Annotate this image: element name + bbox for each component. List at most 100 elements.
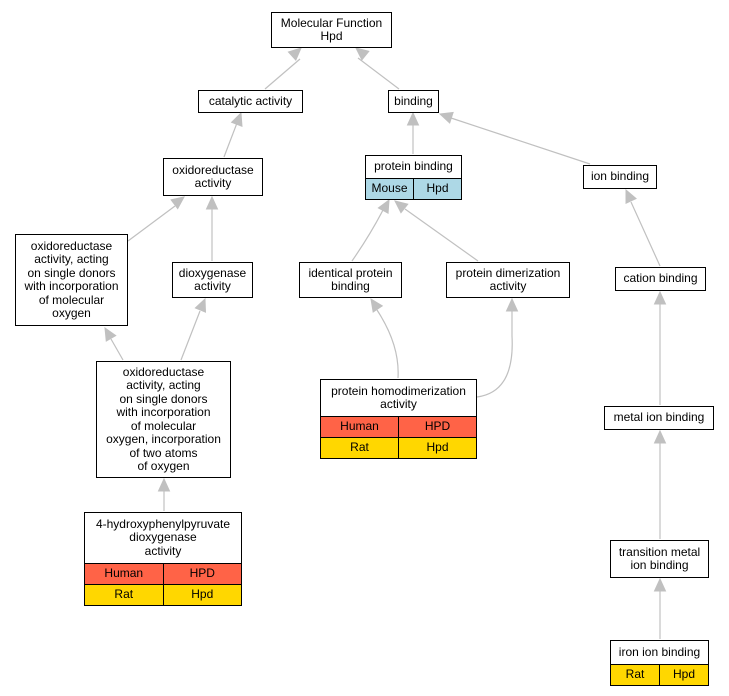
node-label: Molecular Function Hpd — [280, 15, 383, 43]
node-label: protein binding — [374, 159, 453, 174]
edge-iron-to-transition — [653, 577, 667, 639]
edge-line — [110, 338, 124, 361]
node-identical-protein-binding[interactable]: identical protein binding — [299, 262, 402, 298]
arrowhead-icon — [653, 577, 667, 592]
species-row: Human HPD — [85, 563, 241, 584]
arrowhead-icon — [625, 188, 637, 205]
edge-metal-to-cation — [653, 290, 667, 405]
node-oxidoreductase-activity[interactable]: oxidoreductase activity — [163, 158, 263, 196]
node-label: protein homodimerization activity — [331, 383, 466, 411]
edge-line — [223, 122, 238, 158]
edge-hppd-to-oxido-two — [157, 477, 171, 511]
edge-line — [357, 57, 400, 90]
node-label: transition metal ion binding — [618, 544, 701, 572]
species-rat: Rat — [625, 667, 645, 682]
arrowhead-icon — [355, 47, 370, 61]
node-label: catalytic activity — [208, 93, 293, 108]
edge-dimerization-to-protein-binding — [394, 200, 479, 262]
node-label: oxidoreductase activity, acting on singl… — [24, 238, 119, 320]
arrowhead-icon — [394, 200, 409, 214]
gene-symbol: HPD — [162, 564, 242, 584]
node-catalytic-activity[interactable]: catalytic activity — [198, 90, 303, 113]
species-row: Rat Hpd — [85, 584, 241, 605]
node-label: iron ion binding — [618, 644, 701, 659]
gene-symbol: Hpd — [162, 585, 242, 605]
edge-line — [351, 209, 384, 262]
edge-line — [404, 208, 479, 262]
edge-line — [450, 117, 591, 165]
arrowhead-icon — [505, 297, 519, 312]
arrowhead-icon — [370, 298, 384, 313]
edge-oxido-single-to-oxidoreductase — [127, 196, 185, 242]
gene-symbol: Hpd — [413, 179, 461, 199]
edge-homodimerization-to-identical — [370, 298, 399, 379]
arrowhead-icon — [406, 111, 420, 126]
edge-line — [630, 201, 661, 267]
arrowhead-icon — [653, 429, 667, 444]
node-label: identical protein binding — [308, 265, 393, 293]
species-row: Rat Hpd — [611, 664, 708, 685]
node-label: metal ion binding — [613, 410, 705, 425]
node-label: binding — [394, 93, 433, 108]
edge-binding-to-mf — [355, 47, 400, 90]
node-protein-homodimerization-activity[interactable]: protein homodimerization activity Human … — [320, 379, 477, 459]
arrowhead-icon — [157, 477, 171, 492]
edge-dioxygenase-to-oxidoreductase — [205, 195, 219, 261]
arrowhead-icon — [104, 326, 117, 342]
node-oxidoreductase-two-atoms[interactable]: oxidoreductase activity, acting on singl… — [96, 361, 231, 478]
arrowhead-icon — [205, 195, 219, 210]
node-metal-ion-binding[interactable]: metal ion binding — [604, 406, 714, 430]
node-label: dioxygenase activity — [178, 265, 247, 293]
species-human: Human — [340, 419, 379, 434]
node-iron-ion-binding[interactable]: iron ion binding Rat Hpd — [610, 640, 709, 686]
node-molecular-function[interactable]: Molecular Function Hpd — [271, 12, 392, 48]
edge-transition-to-metal — [653, 429, 667, 539]
edge-cation-to-ion-binding — [625, 188, 661, 267]
node-label: 4-hydroxyphenylpyruvate dioxygenase acti… — [95, 516, 231, 558]
node-protein-dimerization-activity[interactable]: protein dimerization activity — [446, 262, 570, 298]
node-label: protein dimerization activity — [455, 265, 561, 293]
edge-line — [127, 205, 176, 242]
species-row: Mouse Hpd — [366, 178, 461, 199]
edge-homodimerization-to-dimerization — [476, 297, 519, 398]
edge-line — [476, 311, 513, 398]
node-hppd-activity[interactable]: 4-hydroxyphenylpyruvate dioxygenase acti… — [84, 512, 242, 606]
node-label: ion binding — [590, 169, 650, 184]
node-label: cation binding — [623, 271, 698, 286]
edge-identical-to-protein-binding — [351, 198, 390, 262]
species-human: Human — [104, 566, 144, 581]
gene-symbol: Hpd — [659, 665, 708, 685]
gene-symbol: HPD — [398, 417, 476, 437]
edge-line — [264, 58, 301, 90]
arrowhead-icon — [438, 111, 454, 124]
node-oxidoreductase-single-donors[interactable]: oxidoreductase activity, acting on singl… — [15, 234, 128, 326]
node-transition-metal-ion-binding[interactable]: transition metal ion binding — [610, 540, 709, 578]
gene-symbol: Hpd — [398, 438, 476, 458]
edge-protein-binding-to-binding — [406, 111, 420, 154]
edge-ion-binding-to-binding — [438, 111, 591, 165]
arrowhead-icon — [230, 111, 243, 127]
edge-oxidoreductase-to-catalytic — [223, 111, 243, 158]
node-label: oxidoreductase activity — [172, 162, 254, 190]
node-cation-binding[interactable]: cation binding — [615, 267, 706, 291]
species-rat: Rat — [350, 440, 369, 455]
node-label: oxidoreductase activity, acting on singl… — [106, 364, 221, 473]
arrowhead-icon — [194, 297, 207, 313]
node-binding[interactable]: binding — [388, 90, 439, 113]
edge-oxido-two-to-oxido-single — [104, 326, 124, 361]
edge-line — [376, 309, 399, 379]
node-ion-binding[interactable]: ion binding — [583, 165, 657, 189]
species-mouse: Mouse — [371, 181, 408, 196]
node-protein-binding[interactable]: protein binding Mouse Hpd — [365, 155, 462, 200]
species-row: Human HPD — [321, 416, 476, 437]
species-rat: Rat — [114, 587, 134, 602]
edge-oxido-two-to-dioxygenase — [180, 297, 207, 361]
node-dioxygenase-activity[interactable]: dioxygenase activity — [172, 262, 253, 298]
edge-line — [180, 310, 201, 361]
arrowhead-icon — [287, 47, 302, 62]
species-row: Rat Hpd — [321, 437, 476, 458]
arrowhead-icon — [377, 198, 390, 215]
arrowhead-icon — [170, 196, 185, 210]
